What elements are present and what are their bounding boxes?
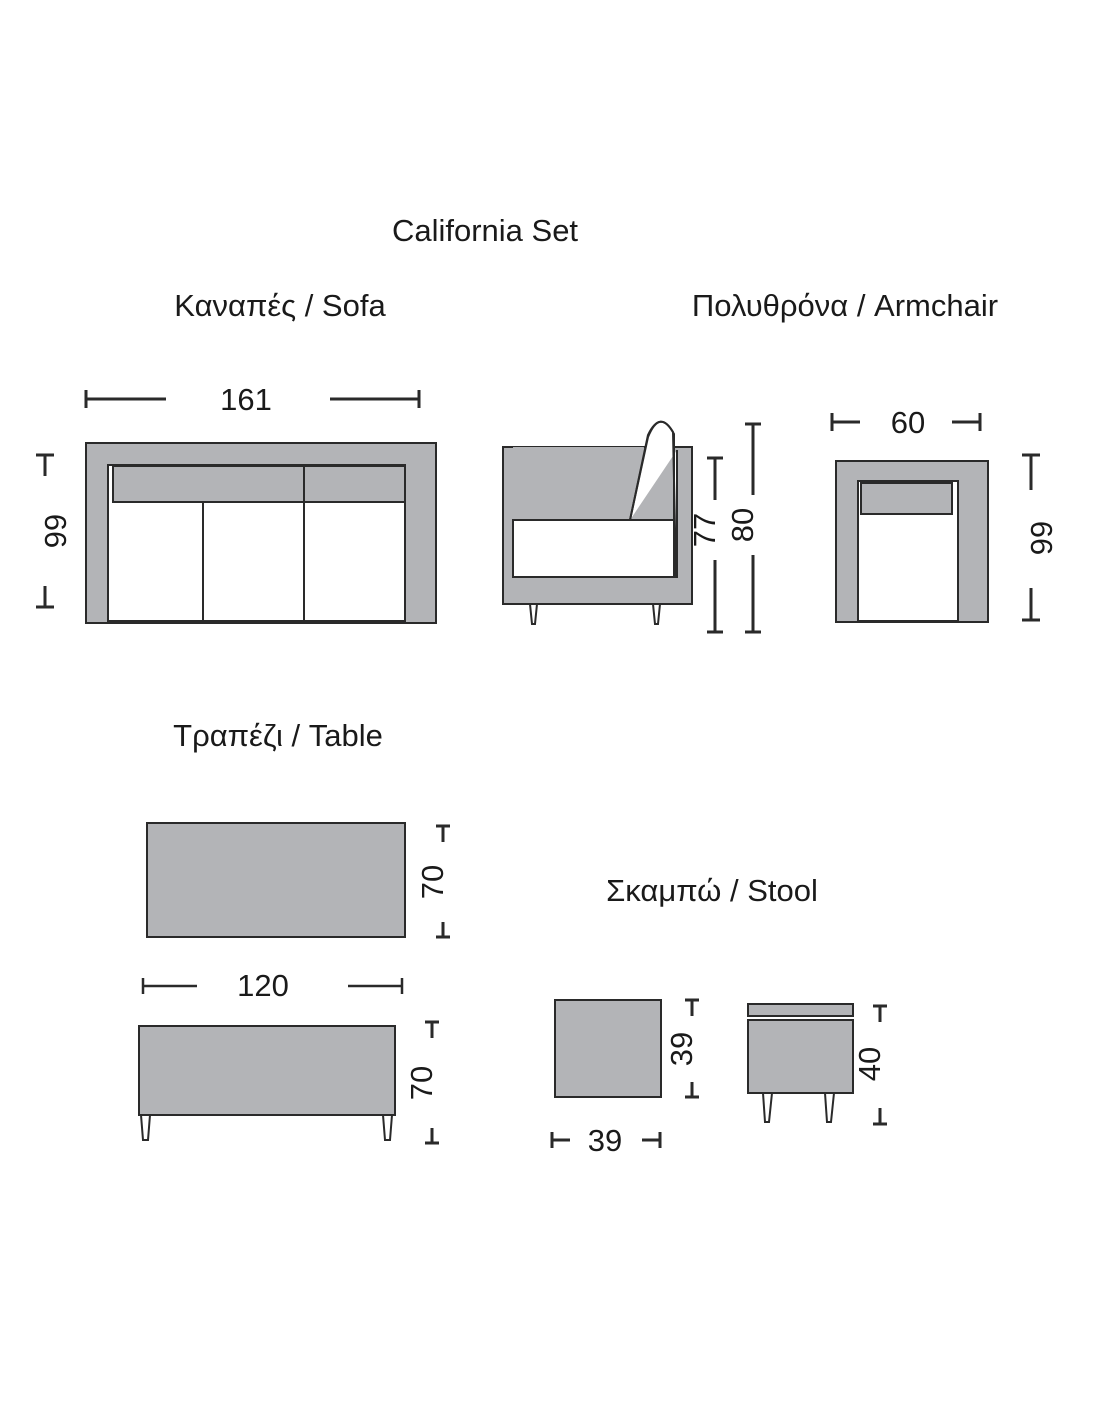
sofa-width-dimension: 161 — [84, 382, 421, 417]
stool-depth-dimension: 39 — [664, 998, 699, 1099]
stool-height-value: 40 — [852, 1047, 887, 1081]
stool-height-dimension: 40 — [852, 1004, 887, 1126]
armchair-width-dimension: 60 — [830, 405, 982, 440]
stool-side-drawing — [747, 1003, 854, 1123]
sofa-depth-value: 66 — [38, 514, 73, 548]
stool-top-drawing — [554, 999, 662, 1098]
armchair-depth-dimension: 66 — [1022, 453, 1059, 622]
table-label: Τραπέζι / Table — [173, 718, 383, 753]
sofa-width-value: 161 — [220, 382, 272, 417]
armchair-height-value: 80 — [725, 508, 760, 542]
diagram-title: California Set — [392, 213, 578, 248]
table-top-drawing — [146, 822, 406, 938]
armchair-seat-height-dimension: 77 — [687, 456, 723, 634]
table-width-value: 120 — [237, 968, 289, 1003]
table-height-value: 70 — [404, 1066, 439, 1100]
table-depth-dimension: 70 — [415, 824, 450, 939]
sofa-depth-dimension: 66 — [36, 453, 73, 609]
table-front-drawing — [138, 1025, 396, 1141]
table-height-dimension: 70 — [404, 1020, 439, 1145]
armchair-front-drawing — [835, 460, 989, 623]
stool-width-dimension: 39 — [550, 1123, 662, 1158]
armchair-height-dimension: 80 — [725, 422, 761, 634]
stool-depth-value: 39 — [664, 1032, 699, 1066]
armchair-label: Πολυθρόνα / Armchair — [692, 288, 998, 323]
stool-label: Σκαμπώ / Stool — [606, 873, 818, 908]
stool-width-value: 39 — [588, 1123, 622, 1158]
armchair-side-drawing — [502, 420, 693, 625]
sofa-label: Καναπές / Sofa — [174, 288, 386, 323]
armchair-width-value: 60 — [891, 405, 925, 440]
sofa-front-drawing — [85, 442, 437, 624]
table-width-dimension: 120 — [141, 968, 404, 1003]
armchair-depth-value: 66 — [1024, 521, 1059, 555]
armchair-seat-height-value: 77 — [687, 513, 722, 547]
table-depth-value: 70 — [415, 865, 450, 899]
